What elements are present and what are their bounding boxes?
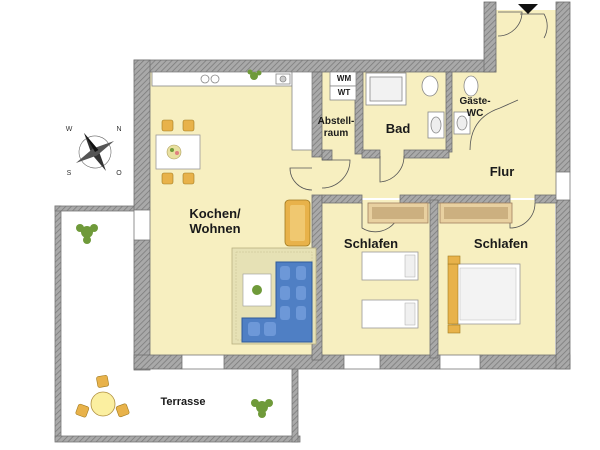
compass-label-s: S <box>66 170 72 177</box>
compass-label-e: O <box>116 170 122 177</box>
plant-icon <box>76 224 98 244</box>
plant-icon <box>247 69 262 80</box>
compass-rose-icon <box>75 132 115 172</box>
living-furniture <box>231 199 317 345</box>
walls <box>133 1 571 371</box>
room-label-schlafen-1: Schlafen <box>343 236 399 251</box>
dining-table <box>155 119 201 185</box>
room-label-gaeste-wc: Gäste- WC <box>459 96 491 119</box>
room-label-flur: Flur <box>489 164 515 179</box>
room-label-abstellraum: Abstell- raum <box>317 116 355 139</box>
plant-icon <box>251 399 273 418</box>
room-label-kochen-wohnen: Kochen/ Wohnen <box>189 206 241 236</box>
room-label-schlafen-2: Schlafen <box>473 236 529 251</box>
terrace-furniture <box>75 375 130 418</box>
kitchen-counter <box>151 71 313 151</box>
compass-label-n: N <box>116 126 122 133</box>
compass-label-w: W <box>65 126 73 133</box>
bedroom-1-furniture <box>361 202 429 329</box>
windows <box>133 171 571 370</box>
bathroom-fixtures <box>329 71 479 139</box>
fixture-label-wm: WM <box>336 74 352 83</box>
bedroom-2-furniture <box>439 202 521 334</box>
room-label-terrasse: Terrasse <box>160 396 206 408</box>
room-label-bad: Bad <box>385 121 411 136</box>
doors <box>289 11 548 233</box>
entrance-arrow-icon <box>518 4 538 14</box>
fixture-label-wt: WT <box>337 88 351 97</box>
